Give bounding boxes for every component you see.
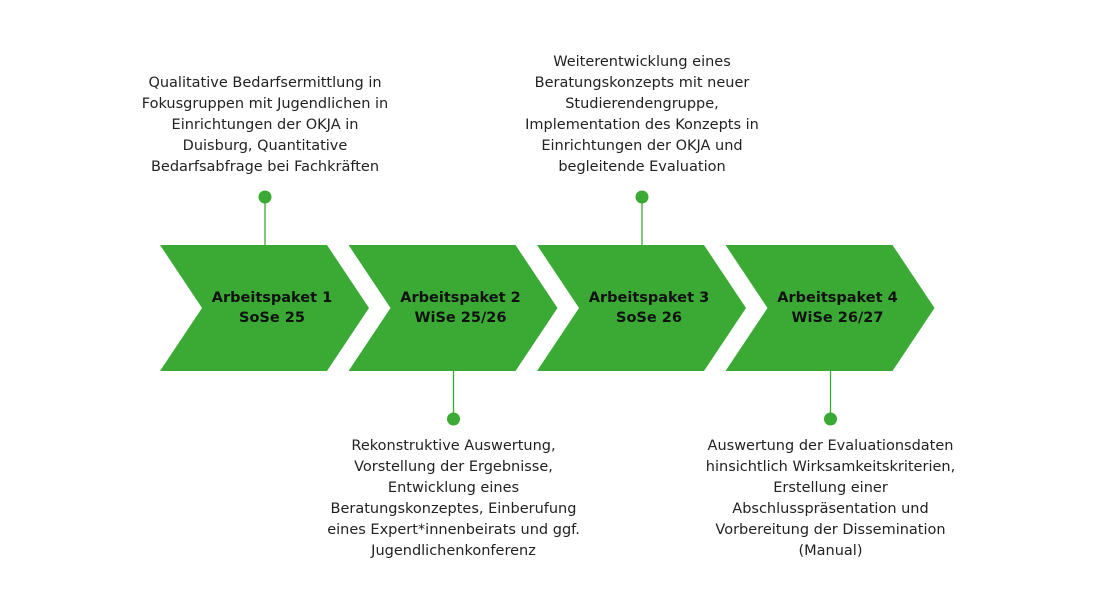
description-line: Weiterentwicklung eines (553, 54, 731, 70)
package-semester: SoSe 26 (616, 310, 682, 326)
description-line: Fokusgruppen mit Jugendlichen in (141, 96, 389, 112)
description-line: begleitende Evaluation (558, 159, 726, 175)
description-line: Jugendlichenkonferenz (371, 543, 536, 559)
package-description-2: Rekonstruktive Auswertung, Vorstellung de… (304, 436, 604, 562)
package-name: Arbeitspaket 1 (211, 290, 333, 306)
package-name: Arbeitspaket 2 (400, 290, 521, 306)
package-description-1: Qualitative Bedarfsermittlung in Fokusgru… (115, 73, 415, 178)
package-semester: SoSe 25 (239, 310, 305, 326)
description-line: Erstellung einer (773, 480, 888, 496)
description-line: Bedarfsabfrage bei Fachkräften (150, 159, 380, 175)
description-line: Vorstellung der Ergebnisse, (354, 459, 553, 475)
description-line: Rekonstruktive Auswertung, (351, 438, 556, 454)
description-line: Qualitative Bedarfsermittlung in (148, 75, 382, 91)
chevron-2 (348, 245, 558, 371)
chevron-4 (725, 245, 935, 371)
description-line: Beratungskonzeptes, Einberufung (330, 501, 577, 517)
description-line: Studierendengruppe, (565, 96, 719, 112)
chevron-label-1: Arbeitspaket 1 SoSe 25 (197, 288, 347, 328)
package-semester: WiSe 26/27 (791, 310, 884, 326)
connector-dot-2 (447, 412, 460, 426)
description-line: Abschlusspräsentation und (732, 501, 929, 517)
description-line: Einrichtungen der OKJA in (171, 117, 359, 133)
package-name: Arbeitspaket 4 (777, 290, 898, 306)
connector-dot-4 (824, 412, 837, 426)
description-line: Duisburg, Quantitative (182, 138, 348, 154)
description-line: hinsichtlich Wirksamkeitskriterien, (705, 459, 956, 475)
package-description-4: Auswertung der Evaluationsdaten hinsichtl… (681, 436, 981, 562)
description-line: Auswertung der Evaluationsdaten (707, 438, 954, 454)
connector-dot-3 (635, 190, 649, 204)
chevron-3 (537, 245, 746, 371)
description-line: Vorbereitung der Dissemination (715, 522, 946, 538)
description-line: Implementation des Konzepts in (525, 117, 759, 133)
chevron-1 (160, 245, 369, 371)
package-name: Arbeitspaket 3 (588, 290, 710, 306)
description-line: Entwicklung eines (387, 480, 520, 496)
chevron-label-3: Arbeitspaket 3 SoSe 26 (574, 288, 724, 328)
package-semester: WiSe 25/26 (414, 310, 507, 326)
description-line: (Manual) (798, 543, 863, 559)
chevron-label-4: Arbeitspaket 4 WiSe 26/27 (763, 288, 913, 328)
connector-dot-1 (258, 190, 272, 204)
description-line: eines Expert*innenbeirats und ggf. (327, 522, 580, 538)
chevron-label-2: Arbeitspaket 2 WiSe 25/26 (386, 288, 536, 328)
description-line: Beratungskonzepts mit neuer (534, 75, 750, 91)
description-line: Einrichtungen der OKJA und (541, 138, 743, 154)
